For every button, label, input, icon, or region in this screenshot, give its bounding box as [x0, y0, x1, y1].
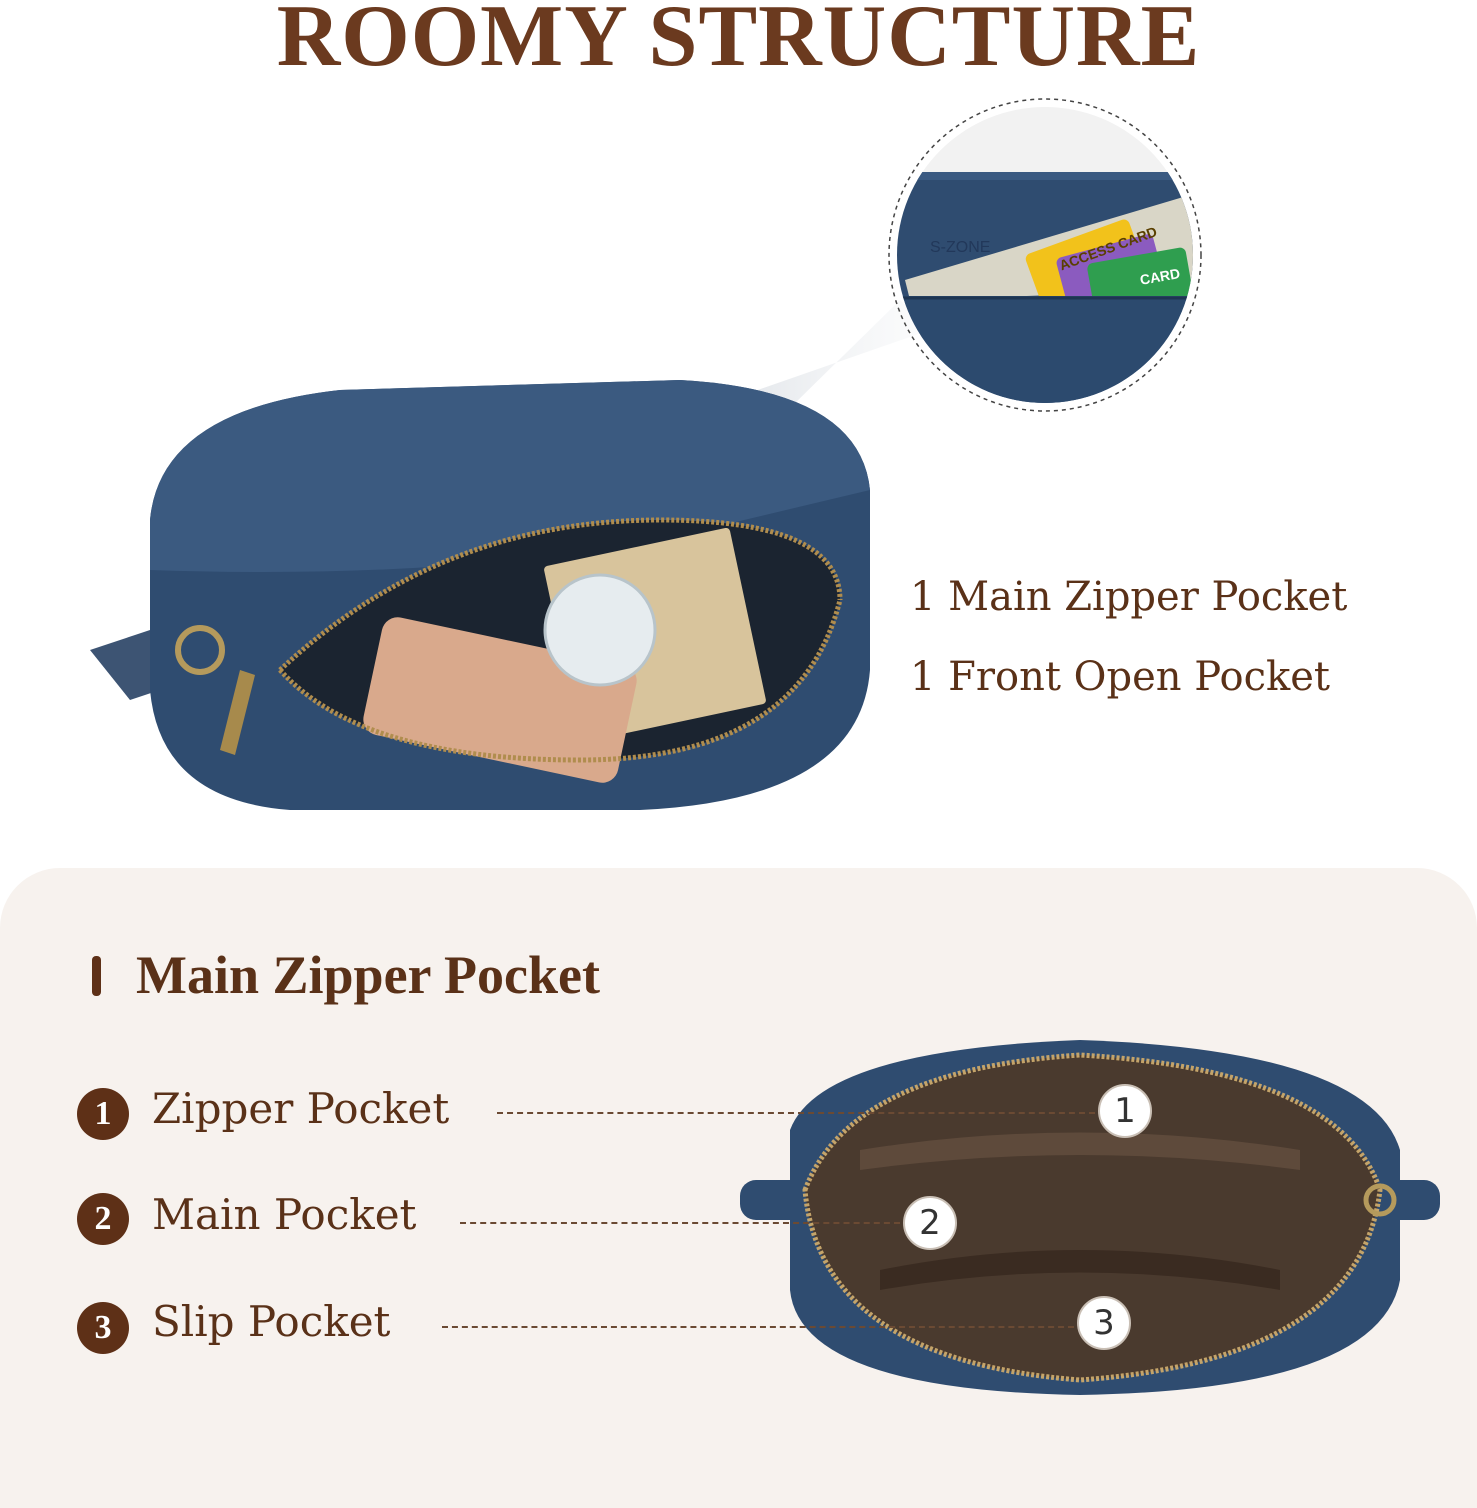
- leader-line-1: [497, 1112, 1095, 1114]
- zoom-callout: S-ZONE ACCESS CARD CARD: [706, 98, 1202, 412]
- zipper-ring-icon: [1363, 1183, 1397, 1217]
- label-zipper-pocket: Zipper Pocket: [152, 1084, 450, 1133]
- card-text-2: CARD: [1139, 265, 1182, 288]
- zipper-track: [802, 1052, 1383, 1383]
- leader-line-3: [442, 1326, 1074, 1328]
- bag-hero-image: [90, 380, 870, 810]
- page-title: ROOMY STRUCTURE: [276, 0, 1201, 85]
- marker-3: 3: [1077, 1296, 1131, 1350]
- zoom-beam: [706, 300, 930, 408]
- badge-3: 3: [77, 1302, 129, 1354]
- zoom-dashed-ring: [888, 98, 1202, 412]
- badge-2: 2: [77, 1193, 129, 1245]
- label-main-pocket: Main Pocket: [152, 1190, 417, 1239]
- bag-interior-image: [740, 1040, 1440, 1395]
- feature-front-open-pocket: 1 Front Open Pocket: [910, 654, 1330, 700]
- leader-line-2: [460, 1222, 900, 1224]
- section-title: Main Zipper Pocket: [136, 945, 600, 1005]
- marker-2: 2: [903, 1196, 957, 1250]
- section-accent-bar: [92, 956, 101, 996]
- spray-bottle-icon: [543, 573, 657, 687]
- label-slip-pocket: Slip Pocket: [152, 1297, 391, 1346]
- badge-1: 1: [77, 1088, 129, 1140]
- ring-icon: [175, 625, 225, 675]
- zipper-pull: [220, 670, 255, 755]
- bag-lining: [805, 1055, 1380, 1380]
- marker-1: 1: [1098, 1084, 1152, 1138]
- zipper: [278, 517, 843, 672]
- zoom-brand-text: S-ZONE: [930, 239, 990, 256]
- feature-main-zipper-pocket: 1 Main Zipper Pocket: [910, 574, 1348, 620]
